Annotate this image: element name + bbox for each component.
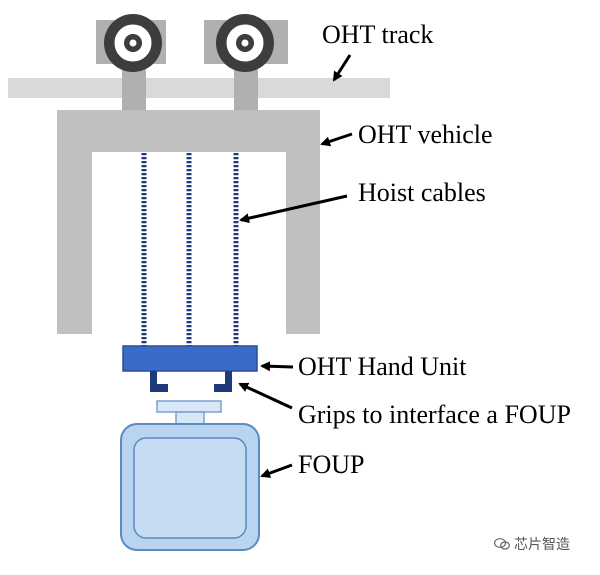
wechat-icon — [494, 538, 510, 550]
wheel-left — [96, 14, 166, 110]
grips — [150, 371, 232, 392]
oht-track — [8, 78, 390, 98]
label-oht-vehicle: OHT vehicle — [358, 120, 493, 149]
wheel-right — [204, 14, 288, 110]
watermark-text: 芯片智造 — [514, 537, 570, 553]
arrow-oht-vehicle — [320, 132, 353, 147]
arrow-hand-unit — [260, 361, 294, 372]
oht-hand-unit — [122, 345, 258, 372]
label-grips: Grips to interface a FOUP — [298, 400, 571, 429]
arrow-hoist-cables — [239, 194, 348, 224]
watermark: 芯片智造 — [494, 534, 570, 554]
label-oht-hand-unit: OHT Hand Unit — [298, 352, 467, 381]
foup — [120, 400, 260, 551]
oht-vehicle-frame — [57, 110, 320, 334]
label-foup: FOUP — [298, 450, 365, 479]
arrow-foup — [260, 463, 293, 478]
label-oht-track: OHT track — [322, 20, 434, 49]
hoist-cables — [141, 153, 239, 346]
arrow-grips — [238, 382, 293, 410]
arrow-oht-track — [332, 54, 352, 82]
label-hoist-cables: Hoist cables — [358, 178, 486, 207]
label-arrows — [238, 54, 353, 478]
